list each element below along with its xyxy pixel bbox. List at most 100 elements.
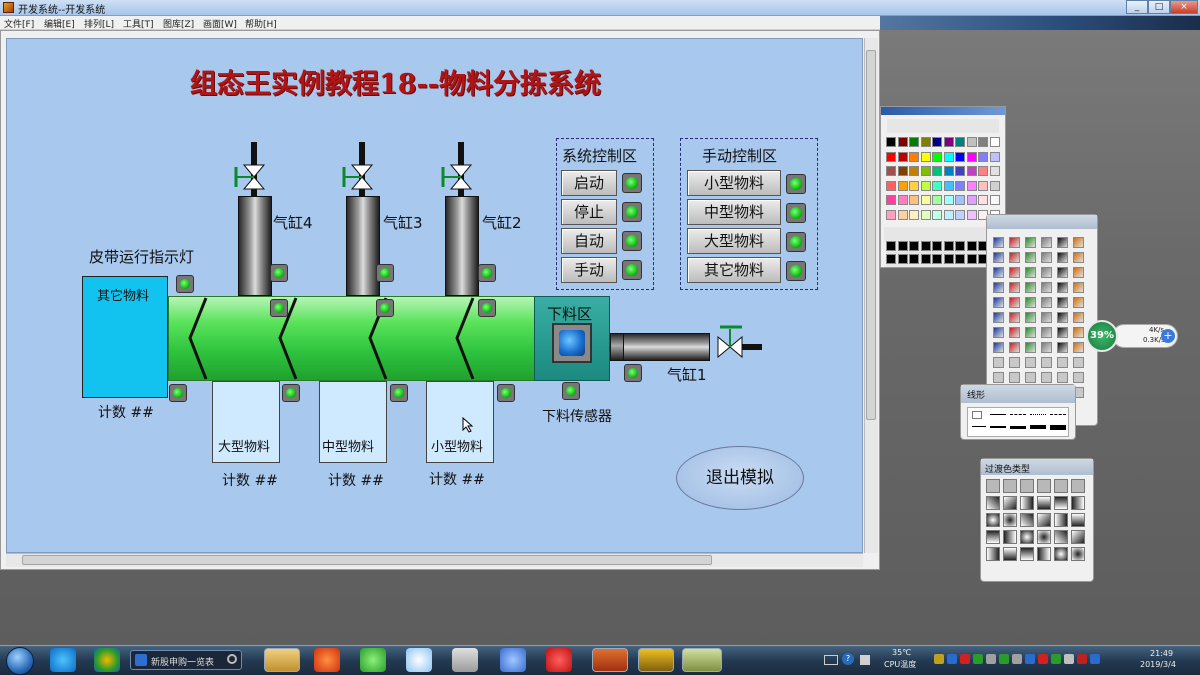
- cylinder3-position-indicator[interactable]: [376, 299, 394, 317]
- palette-mode-row[interactable]: [884, 227, 1004, 241]
- gradient-type-swatch[interactable]: [1054, 530, 1068, 544]
- palette-swatch[interactable]: [932, 209, 942, 220]
- palette-swatch[interactable]: [897, 137, 908, 147]
- tray-icon[interactable]: [934, 654, 944, 664]
- gradient-type-swatch[interactable]: [1071, 479, 1085, 493]
- gradient-type-swatch[interactable]: [1003, 530, 1017, 544]
- gradient-type-swatch[interactable]: [1071, 513, 1085, 527]
- toolbox-tool-icon[interactable]: [1073, 312, 1084, 323]
- custom-color-swatch[interactable]: [955, 254, 965, 264]
- custom-color-swatch[interactable]: [897, 241, 908, 251]
- toolbox-tool-icon[interactable]: [1009, 282, 1020, 293]
- exit-simulation-button[interactable]: 退出模拟: [676, 446, 804, 510]
- toolbox-tool-icon[interactable]: [1041, 327, 1052, 338]
- other-material-button[interactable]: 其它物料: [687, 257, 781, 283]
- palette-swatch[interactable]: [978, 195, 988, 205]
- toolbox-tool-icon[interactable]: [993, 282, 1004, 293]
- tray-icon[interactable]: [1064, 654, 1074, 664]
- ie-icon[interactable]: [50, 648, 76, 672]
- palette-swatch[interactable]: [966, 166, 977, 176]
- security-guard-icon[interactable]: [94, 648, 120, 672]
- menu-file[interactable]: 文件[F]: [4, 20, 35, 30]
- palette-swatch[interactable]: [943, 195, 954, 205]
- gradient-type-swatch[interactable]: [1037, 513, 1051, 527]
- custom-color-swatch[interactable]: [966, 254, 977, 264]
- small-material-button[interactable]: 小型物料: [687, 170, 781, 196]
- valve2-icon[interactable]: [441, 164, 473, 190]
- toolbox-tool-icon[interactable]: [1041, 312, 1052, 323]
- toolbox-tool-icon[interactable]: [1009, 252, 1020, 263]
- palette-toolbar[interactable]: [887, 119, 999, 133]
- toolbox-tool-icon[interactable]: [1025, 252, 1036, 263]
- palette-swatch[interactable]: [886, 180, 896, 191]
- tray-icon[interactable]: [973, 654, 983, 664]
- custom-color-swatch[interactable]: [932, 241, 942, 251]
- palette-swatch[interactable]: [955, 195, 965, 205]
- taskbar-search-box[interactable]: 新股申购一览表: [130, 650, 242, 670]
- toolbox-tool-icon[interactable]: [1009, 327, 1020, 338]
- small-sensor-indicator[interactable]: [497, 384, 515, 402]
- palette-swatch[interactable]: [897, 209, 908, 220]
- palette-swatch[interactable]: [989, 195, 1000, 205]
- palette-swatch[interactable]: [886, 209, 896, 220]
- toolbox-tool-icon[interactable]: [1041, 372, 1052, 383]
- palette-swatch[interactable]: [909, 151, 919, 162]
- toolbox-tool-icon[interactable]: [1057, 327, 1068, 338]
- toolbox-tool-icon[interactable]: [1073, 342, 1084, 353]
- gradient-type-swatch[interactable]: [986, 530, 1000, 544]
- toolbox-tool-icon[interactable]: [1041, 297, 1052, 308]
- file-explorer-icon[interactable]: [264, 648, 300, 672]
- custom-color-swatch[interactable]: [932, 254, 942, 264]
- toolbox-tool-icon[interactable]: [1025, 297, 1036, 308]
- help-icon[interactable]: ?: [842, 653, 854, 665]
- toolbox-tool-icon[interactable]: [1009, 267, 1020, 278]
- palette-swatch[interactable]: [920, 195, 931, 205]
- palette-swatch[interactable]: [897, 166, 908, 176]
- palette-swatch[interactable]: [920, 166, 931, 176]
- palette-swatch[interactable]: [897, 180, 908, 191]
- custom-color-swatch[interactable]: [909, 241, 919, 251]
- close-button[interactable]: ×: [1170, 0, 1198, 14]
- tray-icon[interactable]: [947, 654, 957, 664]
- toolbox-tool-icon[interactable]: [1057, 342, 1068, 353]
- start-button[interactable]: 启动: [561, 170, 617, 196]
- menu-arrange[interactable]: 排列[L]: [84, 20, 115, 30]
- toolbox-tool-icon[interactable]: [993, 372, 1004, 383]
- toolbox-tool-icon[interactable]: [1041, 237, 1052, 248]
- messenger-icon[interactable]: [500, 648, 526, 672]
- tray-icon[interactable]: [1077, 654, 1087, 664]
- valve1-icon[interactable]: [717, 325, 762, 359]
- toolbox-tool-icon[interactable]: [1009, 237, 1020, 248]
- gradient-type-swatch[interactable]: [986, 496, 1000, 510]
- cylinder2-position-indicator[interactable]: [478, 299, 496, 317]
- toolbox-tool-icon[interactable]: [1041, 282, 1052, 293]
- palette-swatch[interactable]: [978, 137, 988, 147]
- palette-swatch[interactable]: [943, 209, 954, 220]
- toolbox-tool-icon[interactable]: [1057, 372, 1068, 383]
- music-app-icon[interactable]: [546, 648, 572, 672]
- valve3-icon[interactable]: [342, 164, 374, 190]
- toolbox-tool-icon[interactable]: [1025, 372, 1036, 383]
- gradient-type-swatch[interactable]: [1020, 513, 1034, 527]
- stop-button[interactable]: 停止: [561, 199, 617, 225]
- cylinder3-top-indicator[interactable]: [376, 264, 394, 282]
- custom-color-swatch[interactable]: [886, 241, 896, 251]
- toolbox-tool-icon[interactable]: [1025, 312, 1036, 323]
- valve4-icon[interactable]: [234, 164, 266, 190]
- palette-swatch[interactable]: [989, 166, 1000, 176]
- menu-screen[interactable]: 画面[W]: [203, 20, 237, 30]
- custom-color-swatch[interactable]: [943, 241, 954, 251]
- toolbox-tool-icon[interactable]: [1025, 327, 1036, 338]
- belt-running-indicator[interactable]: [176, 275, 194, 293]
- gradient-type-swatch[interactable]: [1071, 547, 1085, 561]
- custom-color-swatch[interactable]: [897, 254, 908, 264]
- palette-swatch[interactable]: [932, 180, 942, 191]
- document-app-icon[interactable]: [592, 648, 628, 672]
- manual-button[interactable]: 手动: [561, 257, 617, 283]
- gradient-type-swatch[interactable]: [1003, 547, 1017, 561]
- menu-tools[interactable]: 工具[T]: [123, 20, 154, 30]
- toolbox-tool-icon[interactable]: [1057, 297, 1068, 308]
- boost-plus-icon[interactable]: +: [1161, 329, 1175, 343]
- keyboard-icon[interactable]: [824, 655, 838, 665]
- gradient-type-swatch[interactable]: [1020, 496, 1034, 510]
